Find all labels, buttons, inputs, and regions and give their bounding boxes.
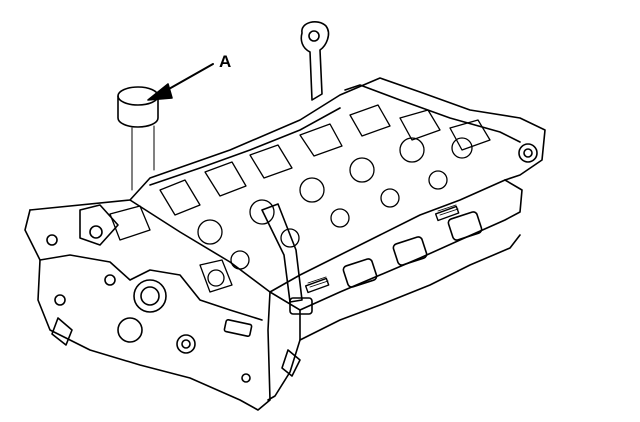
front-bracket [261,203,313,377]
studs [304,204,460,294]
lifting-eye [300,21,330,101]
part-a-tappet [117,86,159,191]
callout-label-a: A [219,52,232,71]
callout-arrow [147,63,214,101]
head-top-deck [29,77,546,311]
head-front-face [267,143,538,401]
cam-journals [109,104,491,293]
head-left-end-face [24,204,271,411]
